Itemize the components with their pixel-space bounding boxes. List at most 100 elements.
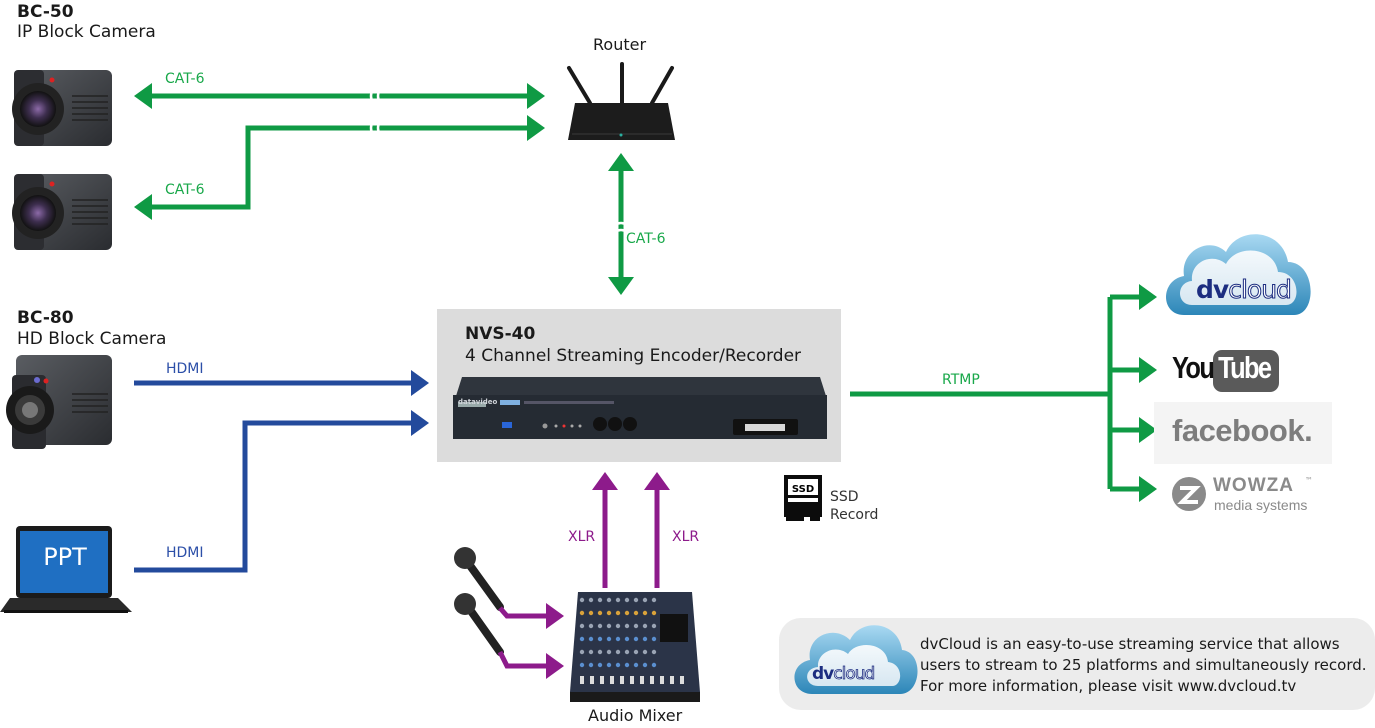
info-dvcloud-logo [794,625,918,694]
mixer-knob [615,662,621,668]
xlr-arrow-left [592,472,618,490]
cat6-label-router: CAT-6 [626,231,666,247]
mixer-knob [606,649,612,655]
mixer-fader [600,676,604,684]
mixer-knob [597,623,603,629]
hdmi-label-bc80: HDMI [166,361,204,377]
xlr-label-right: XLR [672,529,700,545]
dvcloud-wordmark-dv: dv [1196,275,1229,304]
mixer-knob [651,649,657,655]
mixer-knob [624,649,630,655]
cat6-arrow-camera2-right [527,115,545,141]
info-line-2: users to stream to 25 platforms and simu… [920,656,1367,674]
mixer-knob [579,610,585,616]
mixer-knob [588,610,594,616]
mixer-fader [610,676,614,684]
microphone-2 [454,593,504,656]
mixer-knob [633,662,639,668]
mixer-knob [633,597,639,603]
ssd-label-line1: SSD [830,489,859,505]
wowza-logo-mark [1172,477,1206,511]
mixer-knob [642,623,648,629]
info-line-1: dvCloud is an easy-to-use streaming serv… [920,635,1340,653]
wowza-wordmark: WOWZA [1213,475,1294,496]
ssd-icon-text: SSD [792,484,814,495]
info-logo-wordmark: dvcloud [812,664,876,685]
mixer-knob [579,623,585,629]
mixer-knob [588,636,594,642]
encoder-description: 4 Channel Streaming Encoder/Recorder [465,346,802,366]
mixer-knob [642,636,648,642]
audio-mixer [570,592,700,702]
mixer-fader [630,676,634,684]
youtube-wordmark-tube: Tube [1218,350,1272,385]
rtmp-arrow-2 [1139,417,1157,443]
info-logo-dv: dv [812,664,834,684]
mixer-knob [597,610,603,616]
encoder-model: NVS-40 [465,324,536,344]
mixer-knob [633,636,639,642]
xlr-label-left: XLR [568,529,596,545]
bc50-description: IP Block Camera [17,22,156,42]
router [567,62,675,140]
hdmi-label-laptop: HDMI [166,545,204,561]
ssd-icon [784,475,822,521]
mixer-knob [642,610,648,616]
mixer-fader [660,676,664,684]
mixer-knob [579,636,585,642]
mixer-knob [642,597,648,603]
mixer-knob [606,597,612,603]
laptop-screen-text: PPT [43,543,87,571]
mic-wire-2 [497,650,548,669]
mic-wire-1 [498,606,548,619]
cat6-wire-camera2 [150,125,528,210]
wowza-tagline: media systems [1214,497,1308,513]
mixer-fader [680,676,684,684]
bc80-model: BC-80 [17,308,74,328]
cat6-arrow-camera1-right [527,83,545,109]
hdmi-arrow-bc80 [411,370,429,396]
mixer-fader [640,676,644,684]
mixer-knob [651,610,657,616]
cat6-arrow-camera1-left [134,83,152,109]
mixer-fader [580,676,584,684]
mixer-knob [633,610,639,616]
router-label: Router [593,35,647,54]
mixer-knob [624,597,630,603]
cat6-label-camera1: CAT-6 [165,71,205,87]
laptop [0,526,132,613]
mixer-knob [624,610,630,616]
microphone-1 [454,547,504,611]
encoder-brand: datavideo [458,398,498,406]
rtmp-label: RTMP [942,372,980,388]
mixer-knob [615,610,621,616]
mixer-knob [606,662,612,668]
mixer-knob [588,623,594,629]
mixer-knob [624,636,630,642]
info-logo-cloud: cloud [833,664,876,685]
cat6-break-router [614,221,628,234]
mixer-knob [642,662,648,668]
mixer-knob [651,597,657,603]
mixer-knob [624,623,630,629]
mixer-knob [597,662,603,668]
hdmi-arrow-laptop [411,410,429,436]
mixer-knob [597,636,603,642]
mixer-knob [633,649,639,655]
mic-arrow-2 [546,653,564,679]
mixer-knob [588,649,594,655]
bc50-camera-1 [12,70,112,146]
rtmp-arrow-1 [1139,357,1157,383]
mixer-knob [606,636,612,642]
mixer-knob [606,623,612,629]
xlr-arrow-right [644,472,670,490]
facebook-wordmark: facebook. [1172,413,1313,448]
mixer-fader [620,676,624,684]
mixer-knob [579,597,585,603]
wowza-tm: ™ [1305,476,1313,485]
info-text: dvCloud is an easy-to-use streaming serv… [920,634,1367,697]
rtmp-arrow-3 [1139,476,1157,502]
mixer-knob [588,597,594,603]
mixer-knob [615,623,621,629]
mic-arrow-1 [546,603,564,629]
